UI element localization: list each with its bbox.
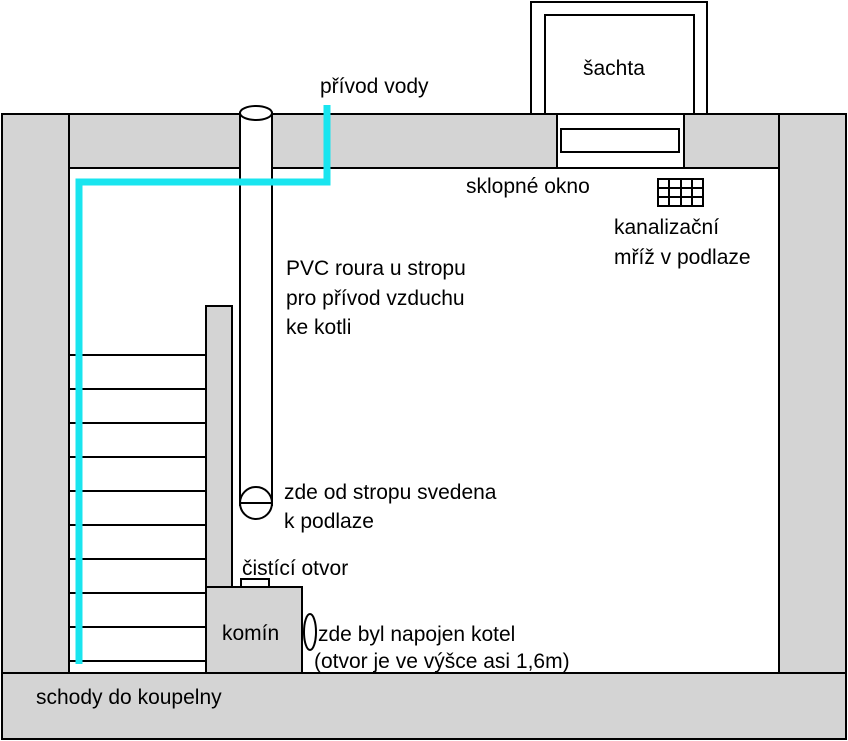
pvc-pipe-label-line3: ke kotli — [286, 316, 351, 339]
chimney-label: komín — [222, 622, 279, 645]
stairs-steps — [69, 354, 206, 662]
drain-grate-icon — [657, 178, 704, 207]
tilt-window-label: sklopné okno — [466, 175, 590, 198]
pvc-pipe-label-line2: pro přívod vzduchu — [286, 287, 465, 310]
pipe-down-label-line1: zde od stropu svedena — [284, 481, 497, 504]
shaft-inner — [544, 14, 695, 115]
floor-slab — [1, 672, 847, 740]
right-wall — [778, 113, 847, 674]
pvc-pipe-top-cap — [239, 105, 273, 121]
water-pipe — [75, 105, 331, 664]
drain-grate-label-line1: kanalizační — [614, 216, 719, 239]
boiler-connection-label-line1: zde byl napojen kotel — [318, 623, 515, 646]
tilt-window — [560, 128, 680, 153]
drain-grate-label-line2: mříž v podlaze — [614, 246, 751, 269]
pvc-air-pipe — [239, 112, 273, 506]
chimney — [205, 586, 303, 674]
cleaning-opening — [240, 578, 270, 588]
pipe-down-label-line2: k podlaze — [284, 510, 374, 533]
shaft-label: šachta — [583, 57, 645, 80]
water-inlet-label: přívod vody — [320, 75, 429, 98]
boiler-connection-label-line2: (otvor je ve výšce asi 1,6m) — [314, 650, 570, 673]
ceiling-right — [683, 113, 780, 169]
stairs-label: schody do koupelny — [36, 686, 222, 709]
boiler-connection-opening — [303, 613, 317, 651]
pvc-pipe-label-line1: PVC roura u stropu — [286, 257, 466, 280]
ceiling-left — [68, 113, 558, 169]
left-wall — [1, 113, 70, 674]
cleaning-opening-label: čistící otvor — [242, 557, 348, 580]
